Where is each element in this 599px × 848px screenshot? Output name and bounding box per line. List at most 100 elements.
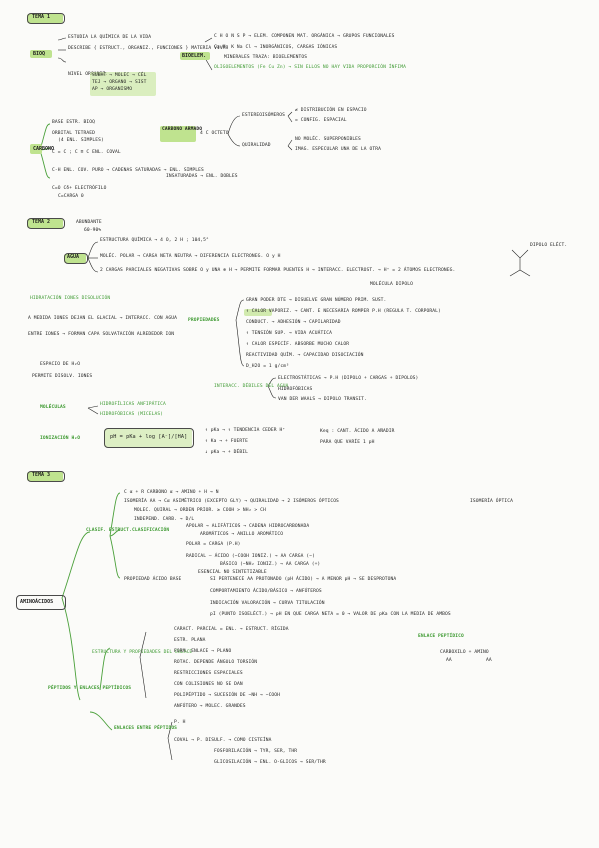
estruct-5: RESTRICCIONES ESPACIALES — [174, 671, 243, 676]
ph-right-1: Keq : CANT. ÁCIDO A AÑADIR — [320, 429, 395, 434]
clasif-3: POLAR = CARGA (P.H) — [186, 542, 241, 547]
agua-top-2: 60-90% — [84, 228, 102, 233]
prop-6: REACTIVIDAD QUÍM. → CAPACIDAD DISOCIACIÓ… — [246, 353, 364, 358]
clasif-4: RADICAL — ÁCIDO (−COOH IONIZ.) → AA CARG… — [186, 554, 315, 559]
nivel-2: TEJ → ORGANO → SIST — [92, 80, 147, 85]
bioelem-4: OLIGOELEMENTOS (Fe Cu Zn) → SIN ELLOS NO… — [214, 65, 406, 70]
estruct-2: ESTR. PLANA — [174, 638, 206, 643]
molec-1: HIDROFÍLICAS ANFIPÁTICA — [100, 402, 166, 407]
clasif-5: BÁSICO (−NH₂ IONIZ.) → AA CARGA (+) — [220, 562, 321, 567]
carbono-arom-label: CARBONO ARMADO — [162, 127, 203, 132]
molec-2: HIDROFÓBICAS (MICELAS) — [100, 412, 164, 417]
tema3-highlight — [27, 472, 63, 481]
acido-3: INDICACIÓN VALORACIÓN → CURVA TITULACIÓN — [210, 601, 325, 606]
carbono-7: C=O Cδ+ ELECTRÓFILO — [52, 186, 107, 191]
tema2-title: TEMA 2 — [32, 219, 51, 225]
agua-highlight — [64, 254, 86, 263]
pka-2: ↑ Ka → + FUERTE — [205, 439, 248, 444]
nivel-1: SUBAT → MOLEC → CÉL — [92, 73, 147, 78]
clasif-label: CLASIFICACIÓN — [132, 528, 170, 533]
tema1-highlight — [27, 14, 63, 23]
estereo-2: = CONFIG. ESPACIAL — [295, 118, 347, 123]
molec-label: MOLÉCULAS — [40, 405, 66, 410]
quiral-2: IMAG. ESPECULAR UNA DE LA OTRA — [295, 147, 381, 152]
ph-right-2: PARA QUE VARÍE 1 pH — [320, 440, 375, 445]
estereo-1: ≠ DISTRIBUCIÓN EN ESPACIO — [295, 108, 367, 113]
estruct-6: CON COLISIONES NO SE DAN — [174, 682, 243, 687]
agua-3: 2 CARGAS PARCIALES NEGATIVAS SOBRE O y U… — [100, 268, 456, 273]
tema2-title-box — [27, 218, 65, 229]
enlaces-label: ENLACES ENTRE PÉPTIDOS — [114, 726, 178, 731]
estereo-label: ESTEREOISÓMEROS — [242, 113, 285, 118]
bioelem-3: MINERALES TRAZA: BIOELEMENTOS — [224, 55, 308, 60]
dipolo-label: DIPOLO ELÉCT. — [530, 243, 568, 248]
hidrat-3: ESPACIO DE H₂O — [40, 362, 81, 367]
niveles-highlight — [90, 72, 156, 96]
tema1-title: TEMA 1 — [32, 14, 51, 20]
bioq-highlight — [30, 50, 52, 58]
agua-2: MOLÉC. POLAR → CARGA NETA NEUTRA → DIFER… — [100, 254, 281, 259]
prop-2: ↑ CALOR VAPORIZ. → CANT. E NECESARIA ROM… — [246, 309, 441, 314]
tema1-title-box — [27, 13, 65, 24]
bioq-line-2: DESCRIBE { ESTRUCT., ORGANIZ., FUNCIONES… — [68, 46, 226, 51]
hidrat-2: ENTRE IONES → FORMAN CAPA SOLVATACIÓN AL… — [28, 332, 175, 337]
carbono-4: C = C ; C ≡ C ENL. COVAL — [52, 150, 121, 155]
hidrat-1: A MEDIDA IONES DEJAN EL GLACIAL → INTERA… — [28, 316, 178, 321]
top-5: ISOMERÍA ÓPTICA — [470, 499, 513, 504]
acido-4: pI (PUNTO ISOELÉCT.) → pH EN QUE CARGA N… — [210, 612, 451, 617]
tema3-title: TEMA 3 — [32, 472, 51, 478]
top-4: INDEPEND. CARB. → D/L — [134, 517, 195, 522]
clasif-6: ESENCIAL NO SINTETIZABLE — [198, 570, 267, 575]
quiral-1: NO MOLÉC. SUPERPONIBLES — [295, 137, 361, 142]
prop-2-highlight — [244, 309, 272, 316]
acido-1: SI PERTENECE AA PROTONADO (pH ÁCIDO) → A… — [210, 577, 397, 582]
ph-box — [104, 428, 194, 448]
prop-4: ↑ TENSIÓN SUP. → VIDA ACUÁTICA — [246, 331, 332, 336]
pka-3: ↓ pKa → + DÉBIL — [205, 450, 248, 455]
peptido-label: PÉPTIDOS Y ENLACES PEPTÍDICOS — [48, 686, 132, 691]
clasif-1: APOLAR → ALIFÁTICOS → CADENA HIDROCARBON… — [186, 524, 310, 529]
carbono-label: CARBONO — [33, 146, 55, 152]
acido-label: PROPIEDAD ÁCIDO BASE — [124, 577, 182, 582]
agua-top-1: ABUNDANTE — [76, 220, 102, 225]
nivel-3: AP → ORGANISMO — [92, 87, 133, 92]
estruct-1: CARACT. PARCIAL = ENL. → ESTRUCT. RÍGIDA — [174, 627, 289, 632]
tema2-highlight — [27, 219, 63, 228]
agua-box — [64, 253, 88, 264]
carbono-6: INSATURADAS → ENL. DOBLES — [166, 174, 238, 179]
estruct-label: ESTRUCTURA Y PROPIEDADES DEL ENLACE — [92, 650, 193, 655]
enlace-sub-2: AA — [486, 658, 492, 663]
niveles-label: NIVEL ORGANIZ. — [68, 72, 109, 77]
bioelem-1: C H O N S P → ELEM. COMPONEN MAT. ORGÁNI… — [214, 34, 395, 39]
bioq-label: BIOQ — [33, 51, 46, 57]
estruct-3: FORM. ENLACE → PLANO — [174, 649, 232, 654]
ph-formula: pH = pKa + log [A⁻]/[HA] — [110, 434, 188, 440]
ioniz-label: IONIZACIÓN H₂O — [40, 436, 81, 441]
estruct-7: POLIPÉPTIDO → SUCESIÓN DE −NH → −COOH — [174, 693, 281, 698]
pka-1: ↑ pKa → ↑ TENDENCIA CEDER H⁺ — [205, 428, 286, 433]
amino-box — [16, 595, 66, 610]
enlaces-2: COVAL → P. DISULF. → COMO CISTEÍNA — [174, 738, 272, 743]
carbono-5: C-H ENL. COV. PURO → CADENAS SATURADAS →… — [52, 168, 204, 173]
estruct-8: ANFÓTERO → MOLEC. GRANDES — [174, 704, 246, 709]
acido-2: COMPORTAMIENTO ÁCIDO/BÁSICO → ANFÓTEROS — [210, 589, 322, 594]
clase-label: CLASIF. ESTRUCT. — [86, 528, 132, 533]
quiral-label: QUIRALIDAD — [242, 143, 271, 148]
top-2: ISOMERÍA AA → Cα ASIMÉTRICO (EXCEPTO GLY… — [124, 499, 339, 504]
prop-label: PROPIEDADES — [188, 318, 220, 323]
amino-label: AMINOÁCIDOS — [20, 599, 54, 605]
inter-3: VAN DER WAALS → DIPOLO TRANSIT. — [278, 397, 367, 402]
inter-label: INTERACC. DÉBILES DEL AGUA — [214, 384, 289, 389]
agua-4: MOLÉCULA DIPOLO — [370, 282, 413, 287]
carbono-arom-sub: 4 C OCTETO — [200, 131, 229, 136]
tema3-title-box — [27, 471, 65, 482]
top-3: MOLEC. QUIRAL → ORDEN PRIOR. ≥ COOH > NH… — [134, 508, 266, 513]
hidrat-4: PERMITE DISOLV. IONES — [32, 374, 93, 379]
enlace-eq: CARBOXILO + AMINO — [440, 650, 489, 655]
agua-label: AGUA — [67, 254, 80, 260]
inter-1: ELECTROSTÁTICAS → P.H (DIPOLO + CARGAS +… — [278, 376, 419, 381]
carbono-3: (4 ENL. SIMPLES) — [58, 138, 104, 143]
prop-7: D_H2O = 1 g/cm³ — [246, 364, 289, 369]
hidrat-label: HIDRATACIÓN IONES DISOLUCIÓN — [30, 296, 111, 301]
bioq-line-1: ESTUDIA LA QUÍMICA DE LA VIDA — [68, 35, 152, 40]
